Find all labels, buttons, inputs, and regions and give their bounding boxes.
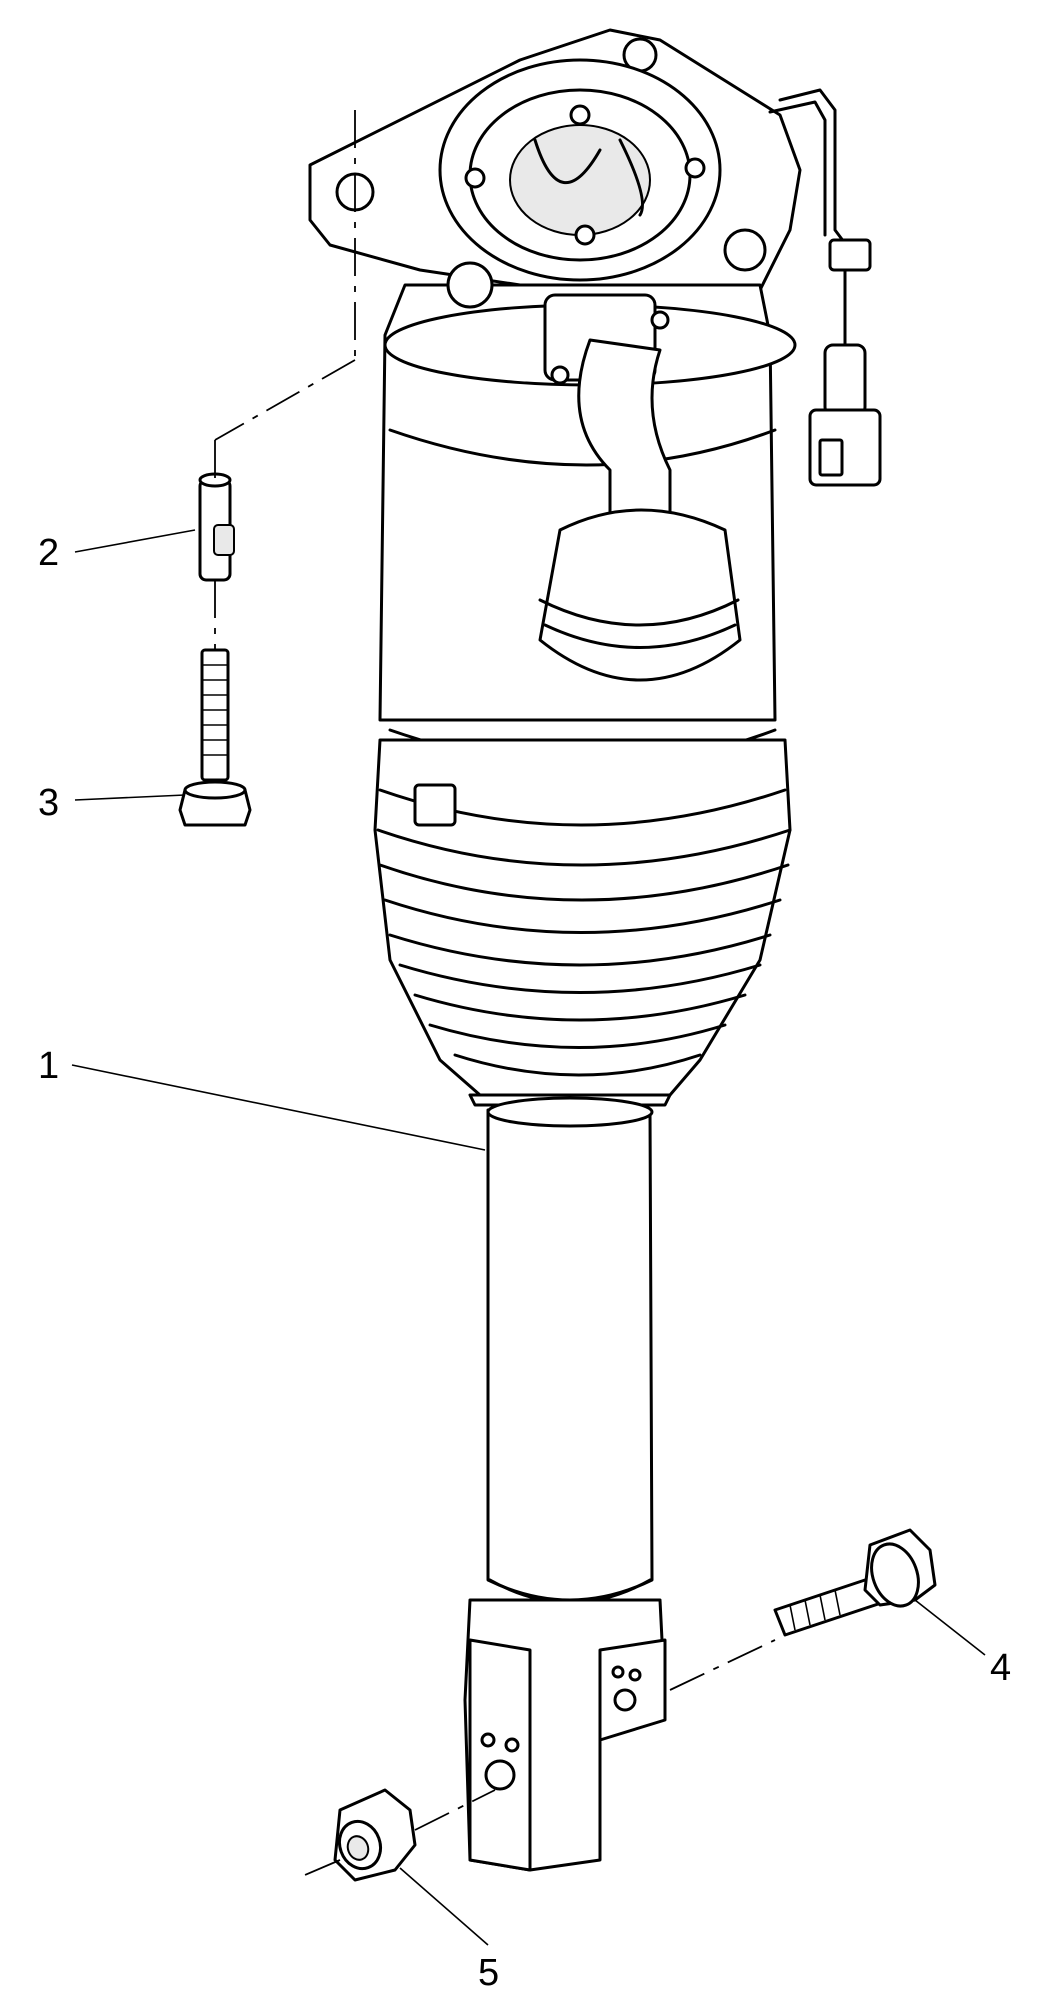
bolt-part-3 xyxy=(178,648,252,827)
bushing-part-2 xyxy=(198,472,235,582)
air-line-reservoir xyxy=(446,261,742,682)
bellows-boot xyxy=(373,738,792,1097)
callout-3: 3 xyxy=(38,782,59,824)
bolt-part-4 xyxy=(773,1528,937,1637)
top-mount-plate xyxy=(308,28,802,302)
callout-4: 4 xyxy=(990,1647,1011,1689)
callout-5: 5 xyxy=(478,1952,499,1994)
assembly-center-lines xyxy=(214,110,776,1876)
damper-tube xyxy=(468,1093,672,1604)
lower-clevis xyxy=(463,1598,667,1872)
callout-1: 1 xyxy=(38,1045,59,1087)
callouts: 2 3 1 4 5 xyxy=(38,532,1011,1994)
electrical-connector xyxy=(768,88,882,487)
leader-lines xyxy=(71,529,986,1946)
nut-part-5 xyxy=(333,1788,417,1882)
callout-2: 2 xyxy=(38,532,59,574)
